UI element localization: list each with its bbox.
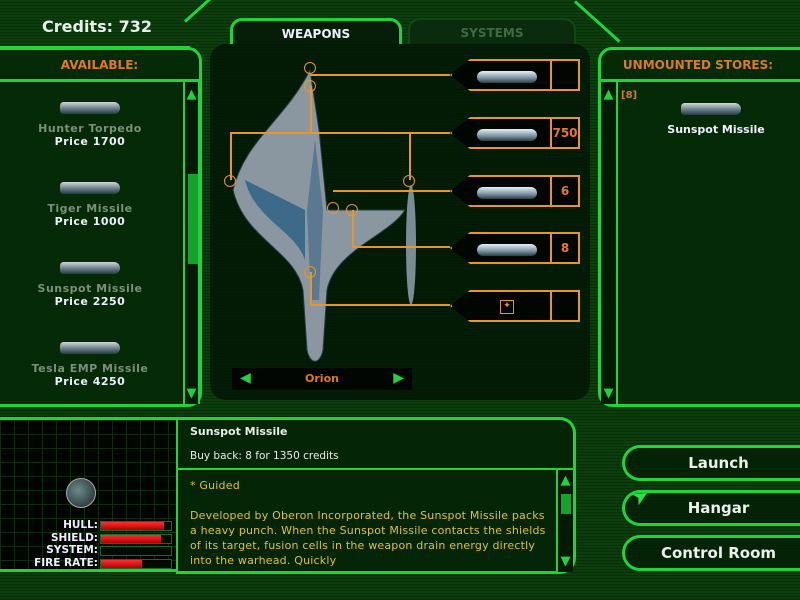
countermeasure-icon: ✦ [500,300,514,314]
hardpoint-slot[interactable]: 8 [450,232,580,264]
stat-label: FIRE RATE: [34,557,98,569]
tab-weapons[interactable]: WEAPONS [230,18,402,44]
hardpoint-marker[interactable] [327,202,339,214]
slot-value: 6 [550,175,580,207]
fire-rate-bar [100,559,172,569]
frame-line-diagonal [183,0,231,23]
scroll-up-icon[interactable]: ▲ [603,87,614,102]
scroll-thumb[interactable] [188,174,198,264]
launch-button[interactable]: Launch [622,445,800,481]
missile-preview-icon [66,478,96,508]
slot-value [550,59,580,91]
system-bar [100,546,172,556]
connector-line [310,304,450,306]
frame-line-diagonal-right [573,0,621,43]
control-room-button[interactable]: Control Room [622,535,800,571]
hangar-button[interactable]: Hangar [622,490,800,526]
item-price: Price 4250 [54,375,126,388]
buyback-text: Buy back: 8 for 1350 credits [190,450,339,462]
hardpoint-marker[interactable] [224,175,236,187]
scroll-thumb[interactable] [561,494,571,514]
scroll-down-icon[interactable]: ▼ [560,554,571,569]
scroll-up-icon[interactable]: ▲ [186,87,197,102]
weapon-icon [477,129,537,141]
connector-line [310,74,450,76]
hardpoint-marker[interactable] [403,175,415,187]
scroll-up-icon[interactable]: ▲ [560,473,571,488]
missile-icon [681,103,741,115]
slot-value: 750 [550,117,580,149]
hull-bar [100,521,172,531]
next-ship-arrow-icon[interactable]: ▶ [393,370,404,386]
item-name: Sunspot Missile [667,123,765,136]
feature-text: * Guided [190,479,240,492]
previous-ship-arrow-icon[interactable]: ◀ [240,370,251,386]
hardpoint-marker[interactable] [346,204,358,216]
unmounted-stores-panel: UNMOUNTED STORES: ▲ ▼ [8] Sunspot Missil… [598,47,800,407]
item-name: Tiger Missile [47,202,133,215]
hardpoint-marker[interactable] [304,62,316,74]
item-count: [8] [621,90,638,101]
connector-line [333,190,450,192]
stat-label: HULL: [63,519,98,531]
ship-name: Orion [305,372,339,385]
slot-value [550,290,580,322]
connector-line [352,246,450,248]
hardpoint-slot[interactable]: 6 [450,175,580,207]
connector-line [230,132,232,180]
connector-line [310,272,312,304]
stat-label: SHIELD: [50,532,98,544]
credits-label: Credits: 732 [42,17,152,36]
stat-label: SYSTEM: [46,544,98,556]
connector-line [230,132,450,134]
ship-image [232,68,416,362]
description-text: Developed by Oberon Incorporated, the Su… [190,509,546,567]
unmounted-scrollbar[interactable]: ▲ ▼ [601,82,618,404]
hardpoint-slot[interactable]: 750 [450,117,580,149]
item-price: Price 2250 [54,295,126,308]
weapon-icon [477,244,537,256]
item-name: Sunspot Missile [37,282,143,295]
unmounted-header: UNMOUNTED STORES: [622,58,774,72]
connector-line [310,86,312,132]
unmounted-item[interactable]: [8] Sunspot Missile [621,90,800,136]
item-price: Price 1700 [54,135,126,148]
scroll-down-icon[interactable]: ▼ [186,386,197,401]
slot-value: 8 [550,232,580,264]
item-name: Hunter Torpedo [38,122,142,135]
hardpoint-slot[interactable]: ✦ [450,290,580,322]
info-title: Sunspot Missile [190,425,288,438]
missile-icon [60,342,120,354]
missile-icon [60,262,120,274]
available-scrollbar[interactable]: ▲ ▼ [183,82,200,404]
scroll-down-icon[interactable]: ▼ [603,386,614,401]
tab-systems[interactable]: SYSTEMS [408,18,576,44]
shield-bar [100,534,172,544]
info-panel: Sunspot Missile Buy back: 8 for 1350 cre… [176,417,576,574]
description-scrollbar[interactable]: ▲ ▼ [556,470,573,572]
missile-icon [60,102,120,114]
available-header: AVAILABLE: [60,58,139,72]
weapon-icon [477,71,537,83]
connector-line [352,210,354,246]
weapon-icon [477,187,537,199]
connector-line [409,132,411,180]
hardpoint-marker[interactable] [304,80,316,92]
item-preview [0,417,178,572]
hardpoint-slot[interactable] [450,59,580,91]
item-name: Tesla EMP Missile [31,362,149,375]
missile-icon [60,182,120,194]
ship-selector: ◀ Orion ▶ [232,368,412,390]
item-price: Price 1000 [54,215,126,228]
hardpoint-marker[interactable] [304,266,316,278]
